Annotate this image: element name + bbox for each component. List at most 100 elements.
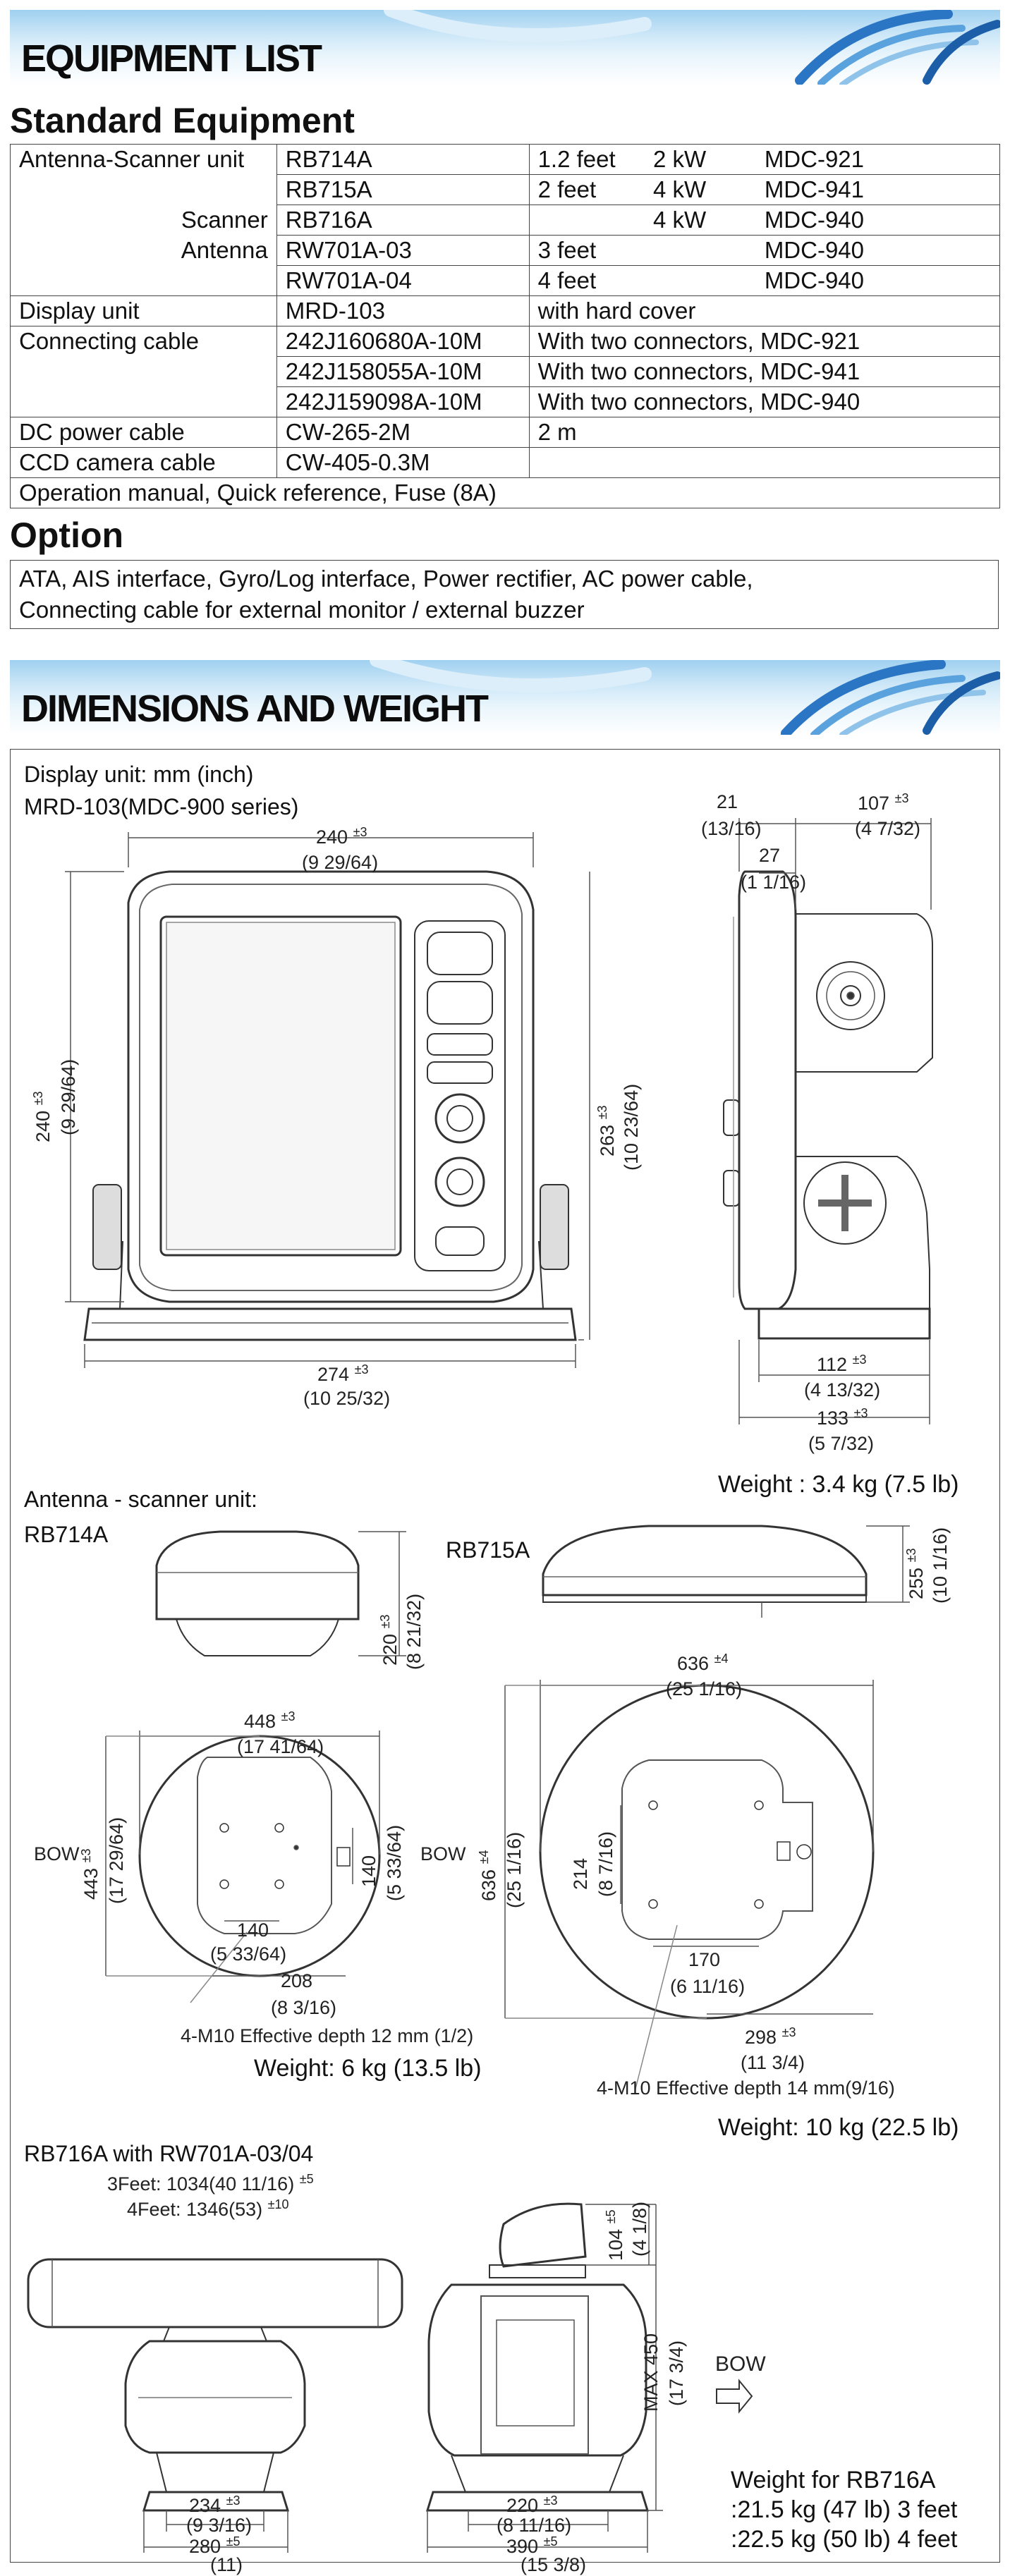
table-row: Scanner RB716A 4 kW MDC-940 — [10, 205, 1000, 236]
table-cell — [10, 265, 277, 296]
dim-label: (4 13/32) — [804, 1379, 881, 1400]
table-cell: MDC-921 — [755, 144, 1000, 175]
dim-label: 170 — [688, 1949, 721, 1970]
equipment-list-title: EQUIPMENT LIST — [21, 37, 322, 80]
bow-label: BOW — [34, 1843, 80, 1864]
table-cell: CW-405-0.3M — [276, 447, 530, 478]
dim-label: (8 21/32) — [403, 1593, 425, 1670]
dim-label: 448 ±3 — [244, 1709, 296, 1732]
dim-label: 208 — [281, 1970, 313, 1991]
dim-label: 636 ±4 — [677, 1652, 729, 1674]
rb714a-label: RB714A — [24, 1522, 109, 1547]
table-cell — [528, 205, 645, 236]
table-cell: 4 feet — [528, 265, 645, 296]
dim-label: 140 — [358, 1855, 379, 1887]
dim-label: 21 — [717, 791, 738, 812]
table-row: Connecting cable 242J160680A-10M With tw… — [10, 326, 1001, 357]
table-cell — [644, 265, 756, 296]
dim-label: (25 1/16) — [666, 1678, 743, 1699]
display-unit-side-drawing — [723, 818, 933, 1424]
swirl-graphic — [384, 10, 1000, 85]
dim-label: (5 7/32) — [808, 1433, 875, 1454]
table-row: 242J159098A-10M With two connectors, MDC… — [10, 386, 1001, 417]
dim-label: (13/16) — [701, 818, 762, 839]
dim-label: 443 ±3 — [79, 1848, 102, 1900]
dim-label: MAX 450 — [640, 2333, 662, 2412]
table-cell: CW-265-2M — [276, 417, 530, 448]
rb715a-weight: Weight: 10 kg (22.5 lb) — [718, 2114, 959, 2141]
rb716a-heading: RB716A with RW701A-03/04 — [24, 2141, 314, 2166]
dim-label: (10 25/32) — [303, 1388, 391, 1409]
rb716a-weight-4ft: :22.5 kg (50 lb) 4 feet — [731, 2526, 958, 2553]
dim-label: 214 — [570, 1857, 591, 1890]
table-cell: 242J158055A-10M — [276, 356, 530, 387]
dim-label: (9 29/64) — [302, 852, 379, 873]
dim-label: 274 ±3 — [317, 1362, 369, 1385]
table-cell: Antenna — [10, 235, 277, 266]
table-cell — [10, 174, 277, 205]
table-cell — [10, 386, 277, 417]
table-cell: 4 kW — [644, 174, 756, 205]
rb716a-drawing — [27, 2202, 753, 2553]
bow-label: BOW — [715, 2352, 766, 2376]
dim-label: (25 1/16) — [504, 1831, 525, 1908]
dim-label: 280 ±5 — [189, 2534, 241, 2557]
dim-label: (8 11/16) — [497, 2515, 572, 2536]
dimensions-title: DIMENSIONS AND WEIGHT — [21, 688, 489, 730]
bolt-note: 4-M10 Effective depth 14 mm(9/16) — [597, 2077, 895, 2099]
table-cell: CCD camera cable — [10, 447, 277, 478]
table-cell: RB716A — [276, 205, 530, 236]
dim-label: (4 1/8) — [629, 2201, 650, 2257]
dim-label: 255 ±3 — [904, 1548, 927, 1599]
option-line: Connecting cable for external monitor / … — [19, 597, 585, 623]
table-row: 242J158055A-10M With two connectors, MDC… — [10, 356, 1001, 387]
table-row: Antenna-Scanner unit RB714A 1.2 feet 2 k… — [10, 144, 1000, 175]
dim-label: 27 — [759, 845, 781, 866]
dim-label: 390 ±5 — [506, 2534, 558, 2557]
swirl-graphic — [370, 660, 1000, 735]
dim-label: (10 23/64) — [621, 1083, 642, 1171]
dim-label: 112 ±3 — [817, 1353, 867, 1375]
display-unit-weight: Weight : 3.4 kg (7.5 lb) — [718, 1471, 959, 1498]
table-cell: 4 kW — [644, 205, 756, 236]
option-box: ATA, AIS interface, Gyro/Log interface, … — [10, 560, 999, 629]
standard-equipment-heading: Standard Equipment — [10, 101, 355, 140]
table-cell: with hard cover — [528, 295, 1001, 326]
dim-label: (9 3/16) — [186, 2515, 253, 2536]
dim-label: (6 11/16) — [670, 1976, 746, 1997]
dim-label: 3Feet: 1034(40 11/16) ±5 — [107, 2172, 314, 2195]
dim-label: (5 33/64) — [384, 1824, 405, 1901]
dim-label: (5 33/64) — [210, 1943, 287, 1965]
option-heading: Option — [10, 515, 124, 555]
dim-label: (11 3/4) — [741, 2052, 805, 2073]
dim-label: (17 29/64) — [106, 1817, 127, 1904]
dim-label: 220 ±3 — [378, 1614, 401, 1666]
dim-label: 107 ±3 — [858, 791, 909, 814]
table-cell: RW701A-03 — [276, 235, 530, 266]
dim-label: 240 ±3 — [31, 1091, 54, 1142]
table-cell: 3 feet — [528, 235, 645, 266]
dim-label: 104 ±5 — [604, 2209, 626, 2261]
table-cell: MDC-940 — [755, 265, 1000, 296]
dim-label: (17 3/4) — [666, 2340, 687, 2406]
table-cell: Scanner — [10, 205, 277, 236]
dim-label: 4Feet: 1346(53) ±10 — [127, 2197, 289, 2220]
option-line: ATA, AIS interface, Gyro/Log interface, … — [19, 566, 753, 592]
table-cell: 242J159098A-10M — [276, 386, 530, 417]
equipment-list-banner: EQUIPMENT LIST — [10, 10, 1000, 85]
rb716a-weight-title: Weight for RB716A — [731, 2467, 936, 2493]
bow-label: BOW — [420, 1843, 466, 1864]
table-cell: Connecting cable — [10, 326, 277, 357]
dim-label: (8 3/16) — [271, 1997, 337, 2018]
dim-label: 263 ±3 — [595, 1105, 618, 1156]
table-cell: 242J160680A-10M — [276, 326, 530, 357]
rb716a-weight-3ft: :21.5 kg (47 lb) 3 feet — [731, 2496, 958, 2523]
table-cell: MDC-940 — [755, 205, 1000, 236]
table-cell: Display unit — [10, 295, 277, 326]
table-cell: Operation manual, Quick reference, Fuse … — [10, 477, 1000, 508]
table-cell — [10, 356, 277, 387]
bolt-note: 4-M10 Effective depth 12 mm (1/2) — [181, 2025, 474, 2046]
dim-label: (4 7/32) — [855, 818, 921, 839]
dim-label: (17 41/64) — [237, 1736, 324, 1757]
rb714a-weight: Weight: 6 kg (13.5 lb) — [254, 2055, 482, 2082]
